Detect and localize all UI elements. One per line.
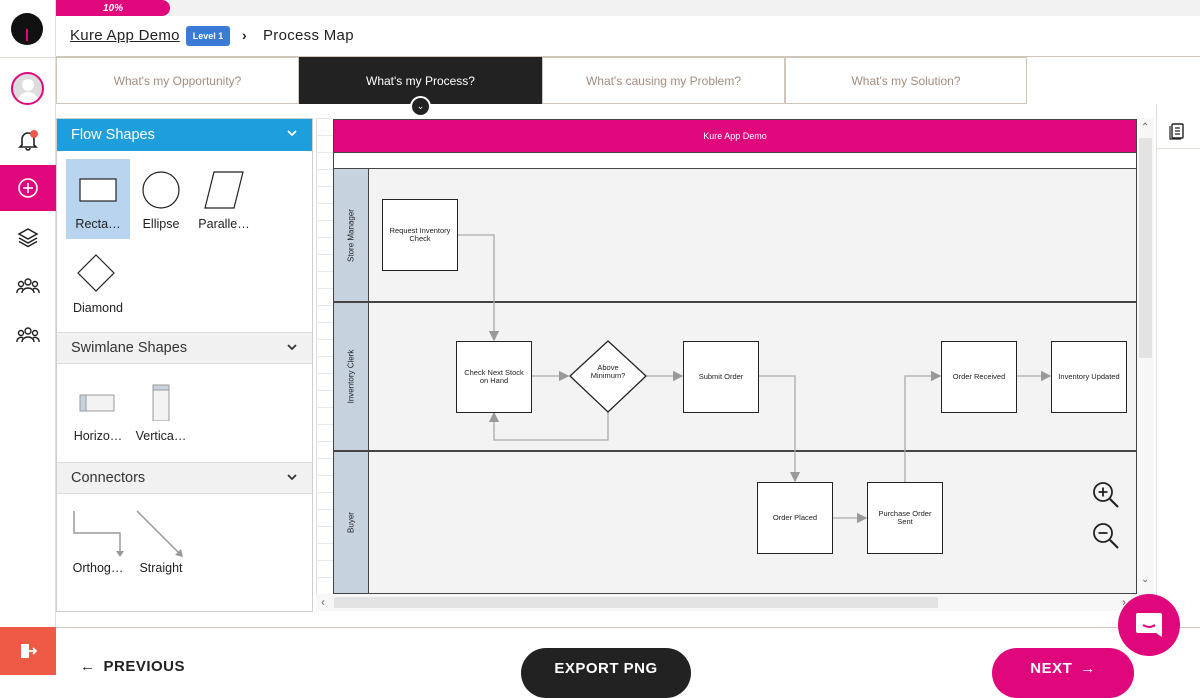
- right-rail: [1156, 104, 1200, 628]
- progress-track: [56, 0, 1200, 16]
- next-button[interactable]: NEXT →: [992, 648, 1134, 698]
- breadcrumb-separator: ›: [242, 27, 247, 43]
- progress-bar: 10%: [56, 0, 170, 16]
- swimlane-shapes-title: Swimlane Shapes: [71, 340, 188, 356]
- shape-label: Vertica…: [135, 429, 187, 443]
- node-order-received[interactable]: Order Received: [941, 341, 1017, 413]
- tab-opportunity[interactable]: What's my Opportunity?: [56, 57, 299, 104]
- chevron-down-icon[interactable]: ⌄: [410, 96, 431, 117]
- team-icon[interactable]: [0, 264, 56, 308]
- connector-lines: [458, 234, 1052, 524]
- shapes-panel: Flow Shapes Recta… Ellipse Paralle… Diam…: [56, 118, 313, 612]
- shape-label: Straight: [139, 561, 183, 575]
- shape-diamond[interactable]: Diamond: [66, 243, 130, 323]
- scroll-thumb[interactable]: [334, 597, 938, 608]
- breadcrumb: Kure App Demo Level 1 › Process Map: [56, 16, 1200, 57]
- previous-label: PREVIOUS: [103, 658, 186, 675]
- rectangle-icon: [79, 178, 117, 202]
- node-above-minimum[interactable]: Above Minimum?: [590, 363, 626, 380]
- footer-divider: [56, 627, 1200, 628]
- app-logo[interactable]: [11, 13, 43, 45]
- lane-header: [334, 452, 369, 593]
- lane-header: [334, 303, 369, 450]
- chevron-down-icon: [287, 474, 297, 481]
- layers-icon[interactable]: [0, 215, 56, 259]
- shape-label: Diamond: [72, 301, 124, 315]
- scroll-right-icon[interactable]: ›: [1122, 595, 1126, 609]
- tab-problem[interactable]: What's causing my Problem?: [542, 57, 785, 104]
- shape-rectangle[interactable]: Recta…: [66, 159, 130, 239]
- chat-icon[interactable]: [1118, 594, 1180, 656]
- flow-shapes-title: Flow Shapes: [71, 127, 155, 143]
- straight-connector-icon: [136, 510, 183, 557]
- scroll-down-icon[interactable]: ⌄: [1141, 574, 1150, 585]
- page-title: Process Map: [263, 27, 354, 44]
- vertical-scrollbar[interactable]: ⌃ ⌄: [1137, 118, 1154, 594]
- parallelogram-icon: [204, 171, 244, 209]
- breadcrumb-app-link[interactable]: Kure App Demo: [70, 27, 180, 44]
- arrow-left-icon: ←: [80, 658, 96, 675]
- zoom-out-icon[interactable]: [1091, 521, 1121, 551]
- scroll-left-icon[interactable]: ‹: [321, 595, 325, 609]
- flow-shapes-header[interactable]: Flow Shapes: [57, 119, 312, 151]
- shape-label: Orthog…: [72, 561, 124, 575]
- left-rail: [0, 0, 56, 675]
- shape-label: Recta…: [75, 217, 121, 231]
- swimlane-shapes-header[interactable]: Swimlane Shapes: [57, 332, 312, 364]
- arrow-right-icon: →: [1080, 660, 1096, 677]
- groups-icon[interactable]: [0, 313, 56, 357]
- pool-title[interactable]: Kure App Demo: [333, 119, 1137, 153]
- next-label: NEXT: [1030, 660, 1073, 677]
- node-purchase-order-sent[interactable]: Purchase Order Sent: [867, 482, 943, 554]
- connector-straight[interactable]: Straight: [129, 503, 193, 583]
- node-inventory-updated[interactable]: Inventory Updated: [1051, 341, 1127, 413]
- orthogonal-connector-icon: [73, 511, 124, 557]
- notifications-icon[interactable]: [0, 118, 56, 162]
- node-check-stock[interactable]: Check Next Stock on Hand: [456, 341, 532, 413]
- diamond-icon: [77, 254, 115, 292]
- add-icon[interactable]: [0, 165, 56, 211]
- shape-label: Ellipse: [142, 217, 180, 231]
- horizontal-swimlane-icon: [79, 394, 115, 412]
- avatar[interactable]: [11, 72, 44, 105]
- ellipse-icon: [142, 171, 180, 209]
- connectors-title: Connectors: [71, 470, 146, 486]
- shape-horizontal-lane[interactable]: Horizo…: [66, 371, 130, 451]
- node-submit-order[interactable]: Submit Order: [683, 341, 759, 413]
- canvas-grid: [316, 118, 333, 594]
- level-badge: Level 1: [186, 26, 230, 46]
- scroll-up-icon[interactable]: ⌃: [1141, 122, 1150, 133]
- previous-button[interactable]: ← PREVIOUS: [80, 658, 185, 675]
- chevron-down-icon: [287, 344, 297, 351]
- scroll-thumb[interactable]: [1139, 138, 1152, 358]
- shape-vertical-lane[interactable]: Vertica…: [129, 371, 193, 451]
- horizontal-scrollbar[interactable]: ‹ ›: [316, 594, 1154, 611]
- shape-parallelogram[interactable]: Paralle…: [192, 159, 256, 239]
- lane-header: [334, 169, 369, 301]
- shape-ellipse[interactable]: Ellipse: [129, 159, 193, 239]
- node-order-placed[interactable]: Order Placed: [757, 482, 833, 554]
- chevron-down-icon: [287, 130, 297, 137]
- connector-orthogonal[interactable]: Orthog…: [66, 503, 130, 583]
- tab-solution[interactable]: What's my Solution?: [785, 57, 1027, 104]
- connectors-header[interactable]: Connectors: [57, 462, 312, 494]
- export-png-button[interactable]: EXPORT PNG: [521, 648, 691, 698]
- shape-label: Paralle…: [198, 217, 250, 231]
- lane-buyer[interactable]: [333, 451, 1137, 594]
- node-request-inventory-check[interactable]: Request Inventory Check: [382, 199, 458, 271]
- shape-label: Horizo…: [73, 429, 123, 443]
- logout-icon[interactable]: [0, 627, 56, 675]
- zoom-in-icon[interactable]: [1091, 480, 1121, 510]
- notes-icon[interactable]: [1169, 122, 1187, 145]
